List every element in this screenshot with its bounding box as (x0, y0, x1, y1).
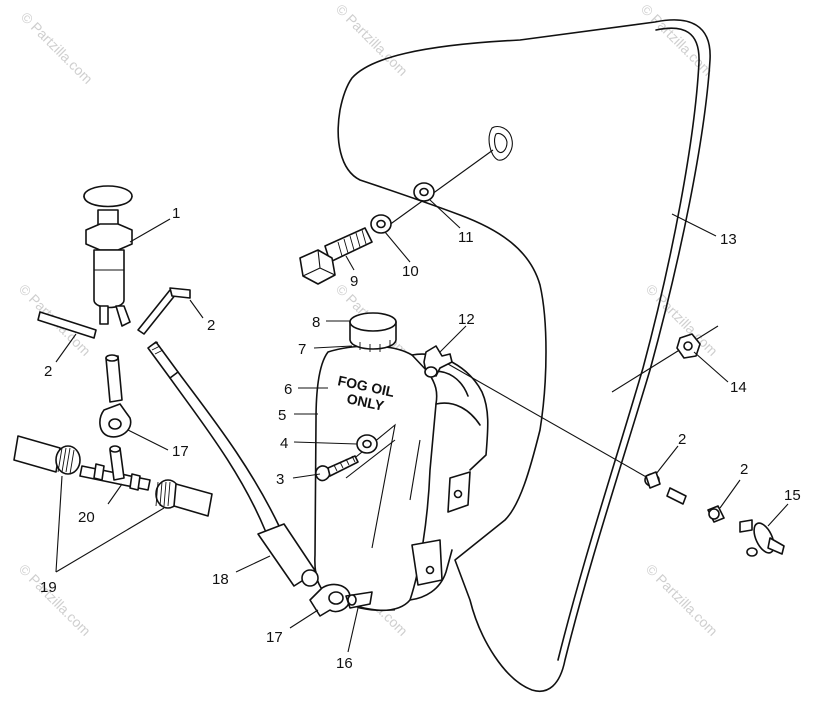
hose-19-right (155, 479, 213, 517)
callout-4: 4 (280, 435, 288, 452)
callout-18: 18 (212, 571, 229, 588)
callout-20: 20 (78, 509, 95, 526)
oil-tank-5: FOG OIL ONLY (314, 345, 489, 612)
bolt-9 (299, 227, 373, 285)
callout-17: 17 (172, 443, 189, 460)
fuel-line (447, 363, 649, 479)
leader-lines (55, 199, 789, 653)
callout-19: 19 (40, 579, 57, 596)
callout-6: 6 (284, 381, 292, 398)
callout-14: 14 (730, 379, 747, 396)
watermark: © Partzilla.com (16, 561, 94, 639)
callout-17: 17 (266, 629, 283, 646)
watermark: © Partzilla.com (18, 9, 96, 87)
callout-2: 2 (44, 363, 52, 380)
washer-4 (356, 434, 378, 454)
tube-right (666, 487, 687, 505)
callout-12: 12 (458, 311, 475, 328)
watermark: © Partzilla.com (643, 561, 721, 639)
hose-18 (147, 341, 319, 587)
tube-left-vertical (105, 354, 123, 403)
fitting-12 (423, 345, 453, 378)
callout-10: 10 (402, 263, 419, 280)
primer-pump-1 (83, 185, 133, 327)
tee-fitting-20 (79, 445, 151, 491)
check-valve-15 (739, 519, 785, 557)
callout-2: 2 (740, 461, 748, 478)
bolt-assembly (299, 149, 494, 285)
clamp-2-right-a (644, 471, 661, 489)
mounting-plate-13 (337, 19, 711, 692)
hose-19-left (13, 435, 81, 475)
tank-cap-8 (349, 312, 397, 352)
clamp-2-right-b (707, 505, 725, 523)
clip-17-left (99, 403, 132, 438)
callout-3: 3 (276, 471, 284, 488)
callout-8: 8 (312, 314, 320, 331)
callout-13: 13 (720, 231, 737, 248)
callout-1: 1 (172, 205, 180, 222)
watermark: © Partzilla.com (638, 1, 716, 79)
callout-9: 9 (350, 273, 358, 290)
callouts: 1 2 2 2 2 3 4 5 6 7 8 9 10 11 12 13 14 1… (40, 205, 801, 672)
callout-16: 16 (336, 655, 353, 672)
callout-11: 11 (458, 229, 474, 246)
callout-2: 2 (207, 317, 215, 334)
callout-5: 5 (278, 407, 286, 424)
callout-15: 15 (784, 487, 801, 504)
angled-line-2 (137, 287, 191, 335)
fitting-16 (345, 591, 373, 609)
callout-2: 2 (678, 431, 686, 448)
tube-2-left (37, 311, 97, 339)
tank-label-line2: ONLY (345, 390, 386, 414)
watermark: © Partzilla.com (333, 1, 411, 79)
callout-7: 7 (298, 341, 306, 358)
